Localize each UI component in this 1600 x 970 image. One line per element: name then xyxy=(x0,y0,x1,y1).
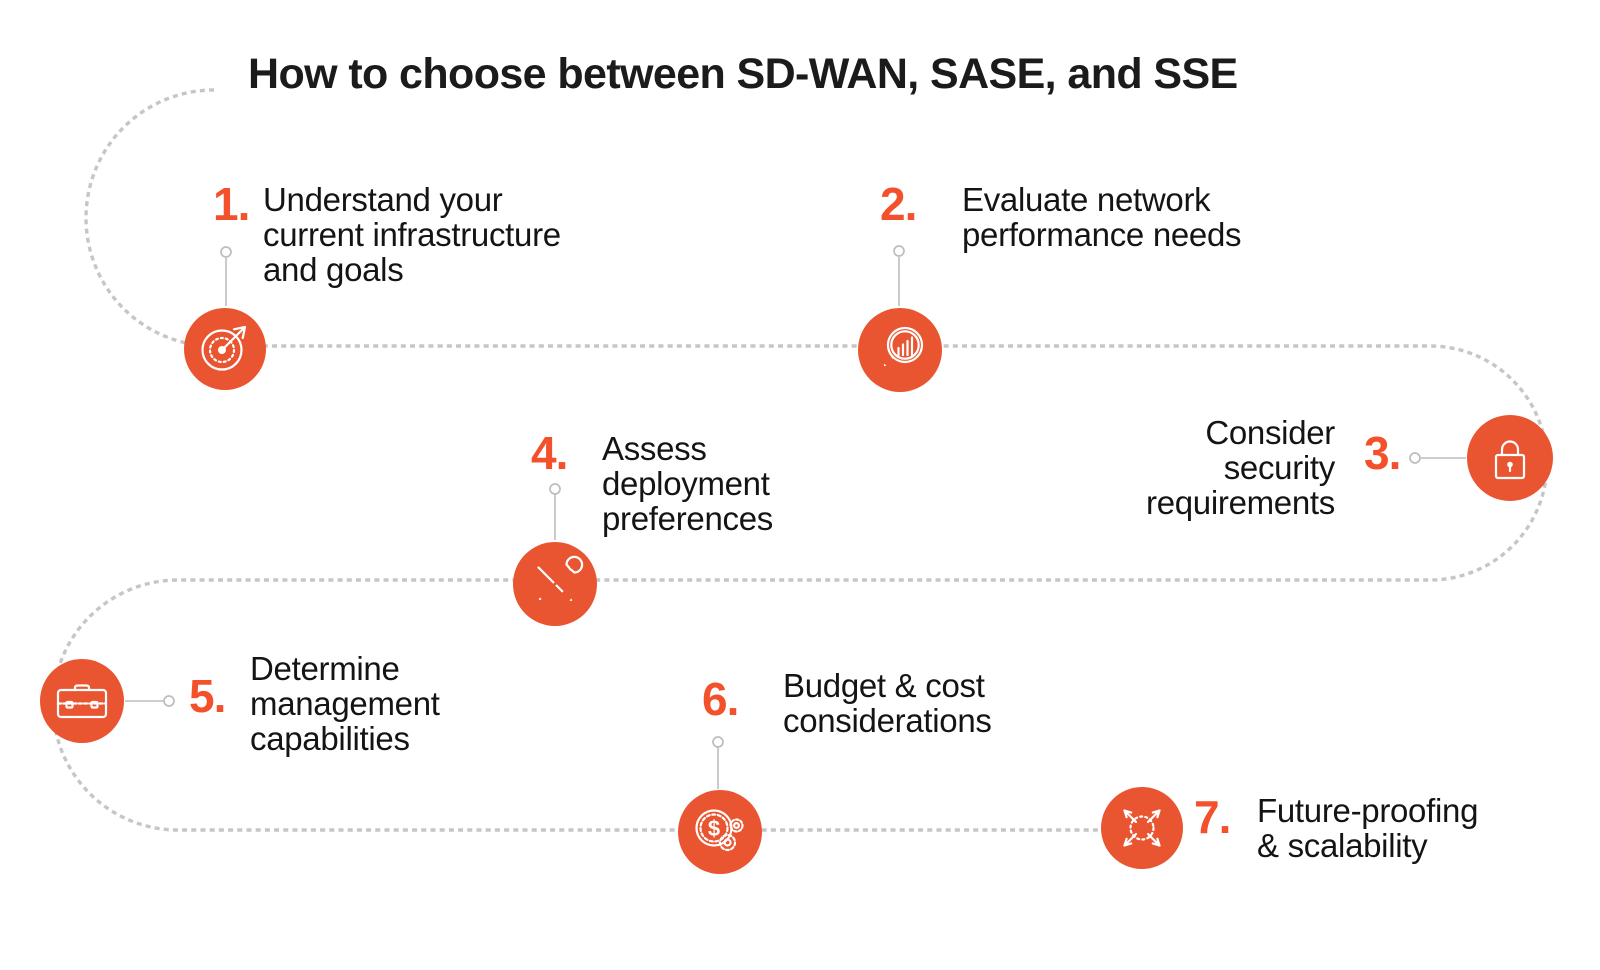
step-2-label-line: performance needs xyxy=(962,216,1242,253)
step-3-label-line: security xyxy=(1223,449,1336,486)
step-5-number: 5. xyxy=(189,670,226,722)
dollar-gears-icon: $ xyxy=(695,809,744,852)
step-4-label-line: Assess xyxy=(602,430,707,467)
step-2-label: Evaluate network performance needs xyxy=(962,181,1242,253)
step-4-label-line: preferences xyxy=(602,500,773,537)
step-4-number: 4. xyxy=(531,427,568,479)
step-3-label: Consider security requirements xyxy=(1035,415,1335,520)
connector-dot xyxy=(1409,452,1421,464)
step-3-label-line: requirements xyxy=(1146,484,1335,521)
step-5-label-line: capabilities xyxy=(250,720,410,757)
step-3-badge xyxy=(1467,415,1553,501)
step-7-badge xyxy=(1101,787,1183,869)
step-7-label-line: Future-proofing xyxy=(1257,792,1479,829)
step-7-number: 7. xyxy=(1194,791,1231,843)
step-4-label: Assess deployment preferences xyxy=(602,431,773,536)
step-1-label-line: and goals xyxy=(263,251,404,288)
step-4-label-line: deployment xyxy=(602,465,770,502)
connector-dot xyxy=(163,695,175,707)
step-5-label: Determine management capabilities xyxy=(250,651,440,756)
step-2-number: 2. xyxy=(880,178,917,230)
step-4-badge xyxy=(513,542,597,626)
step-7-label-line: & scalability xyxy=(1257,827,1428,864)
step-1-label-line: current infrastructure xyxy=(263,216,561,253)
magnifier-bar-chart-icon xyxy=(883,326,924,367)
step-6-badge: $ xyxy=(678,790,762,874)
step-5-circle xyxy=(40,659,124,743)
step-6-label-line: Budget & cost xyxy=(783,667,985,704)
step-3-circle xyxy=(1467,415,1553,501)
page-title: How to choose between SD-WAN, SASE, and … xyxy=(248,50,1238,98)
step-3-number: 3. xyxy=(1364,427,1401,479)
connectors xyxy=(125,245,1466,789)
step-3-label-line: Consider xyxy=(1205,414,1335,451)
crossed-tools-icon xyxy=(537,555,584,602)
step-1-label: Understand your current infrastructure a… xyxy=(263,182,561,287)
connector-dot xyxy=(549,483,561,495)
step-5-badge xyxy=(40,659,124,743)
step-6-label-line: considerations xyxy=(783,702,992,739)
target-dart-icon xyxy=(201,325,247,371)
expand-arrows-icon xyxy=(1123,809,1161,847)
briefcase-icon xyxy=(56,684,108,719)
connector-dot xyxy=(712,736,724,748)
step-2-circle xyxy=(858,308,942,392)
step-6-label: Budget & cost considerations xyxy=(783,668,992,738)
step-6-number: 6. xyxy=(702,673,739,725)
connector-dot xyxy=(893,245,905,257)
padlock-icon xyxy=(1494,440,1526,480)
step-6-circle xyxy=(678,790,762,874)
step-7-circle xyxy=(1101,787,1183,869)
step-2-badge xyxy=(858,308,942,392)
connector-dot xyxy=(220,246,232,258)
step-1-badge xyxy=(184,308,266,390)
step-1-number: 1. xyxy=(213,178,250,230)
step-5-label-line: management xyxy=(250,685,440,722)
step-5-label-line: Determine xyxy=(250,650,400,687)
step-7-label: Future-proofing & scalability xyxy=(1257,793,1478,863)
step-1-label-line: Understand your xyxy=(263,181,503,218)
dollar-glyph: $ xyxy=(708,816,720,841)
step-2-label-line: Evaluate network xyxy=(962,181,1211,218)
